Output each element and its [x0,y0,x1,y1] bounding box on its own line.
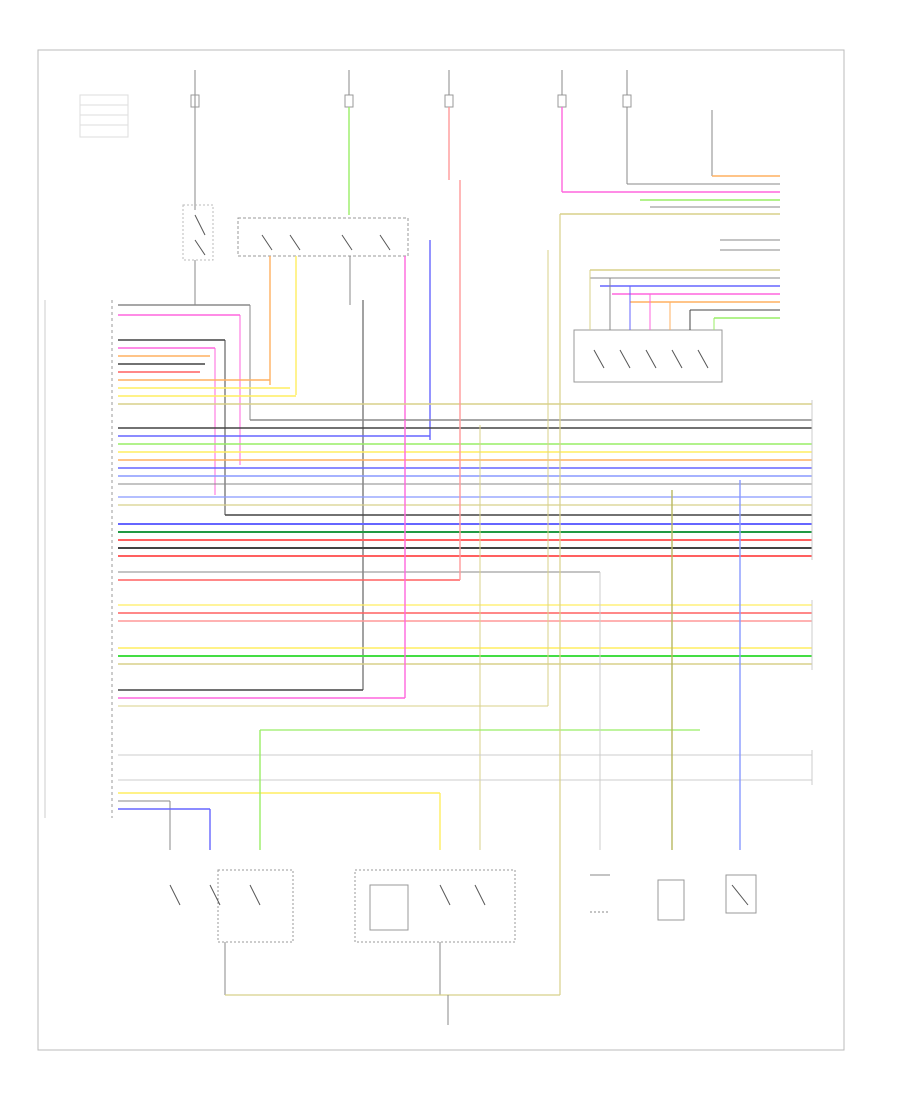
fuse-5 [622,70,632,180]
range-switch [182,204,214,305]
power-sources [79,70,713,215]
fuse-3 [444,70,454,180]
speed-sensor [725,874,757,914]
position-switch-group [237,217,431,690]
range-switch-box [237,217,409,257]
fuse-4 [557,70,567,185]
fuse-2 [344,70,354,215]
fuse-1 [190,70,200,210]
mode-switch-box [354,869,516,943]
diagram-frame [37,49,845,1051]
fluid-temp-sensor [657,879,685,921]
top-right-feeds [560,170,780,251]
harness-wires [118,180,812,850]
tcm-connector [44,300,113,818]
selector-switch [573,269,780,383]
aux-connector [590,874,610,913]
ground-bus [224,214,561,1025]
connector-pin-table [79,94,129,138]
overdrive-switch-box [217,869,294,943]
bottom-switches [169,869,757,943]
